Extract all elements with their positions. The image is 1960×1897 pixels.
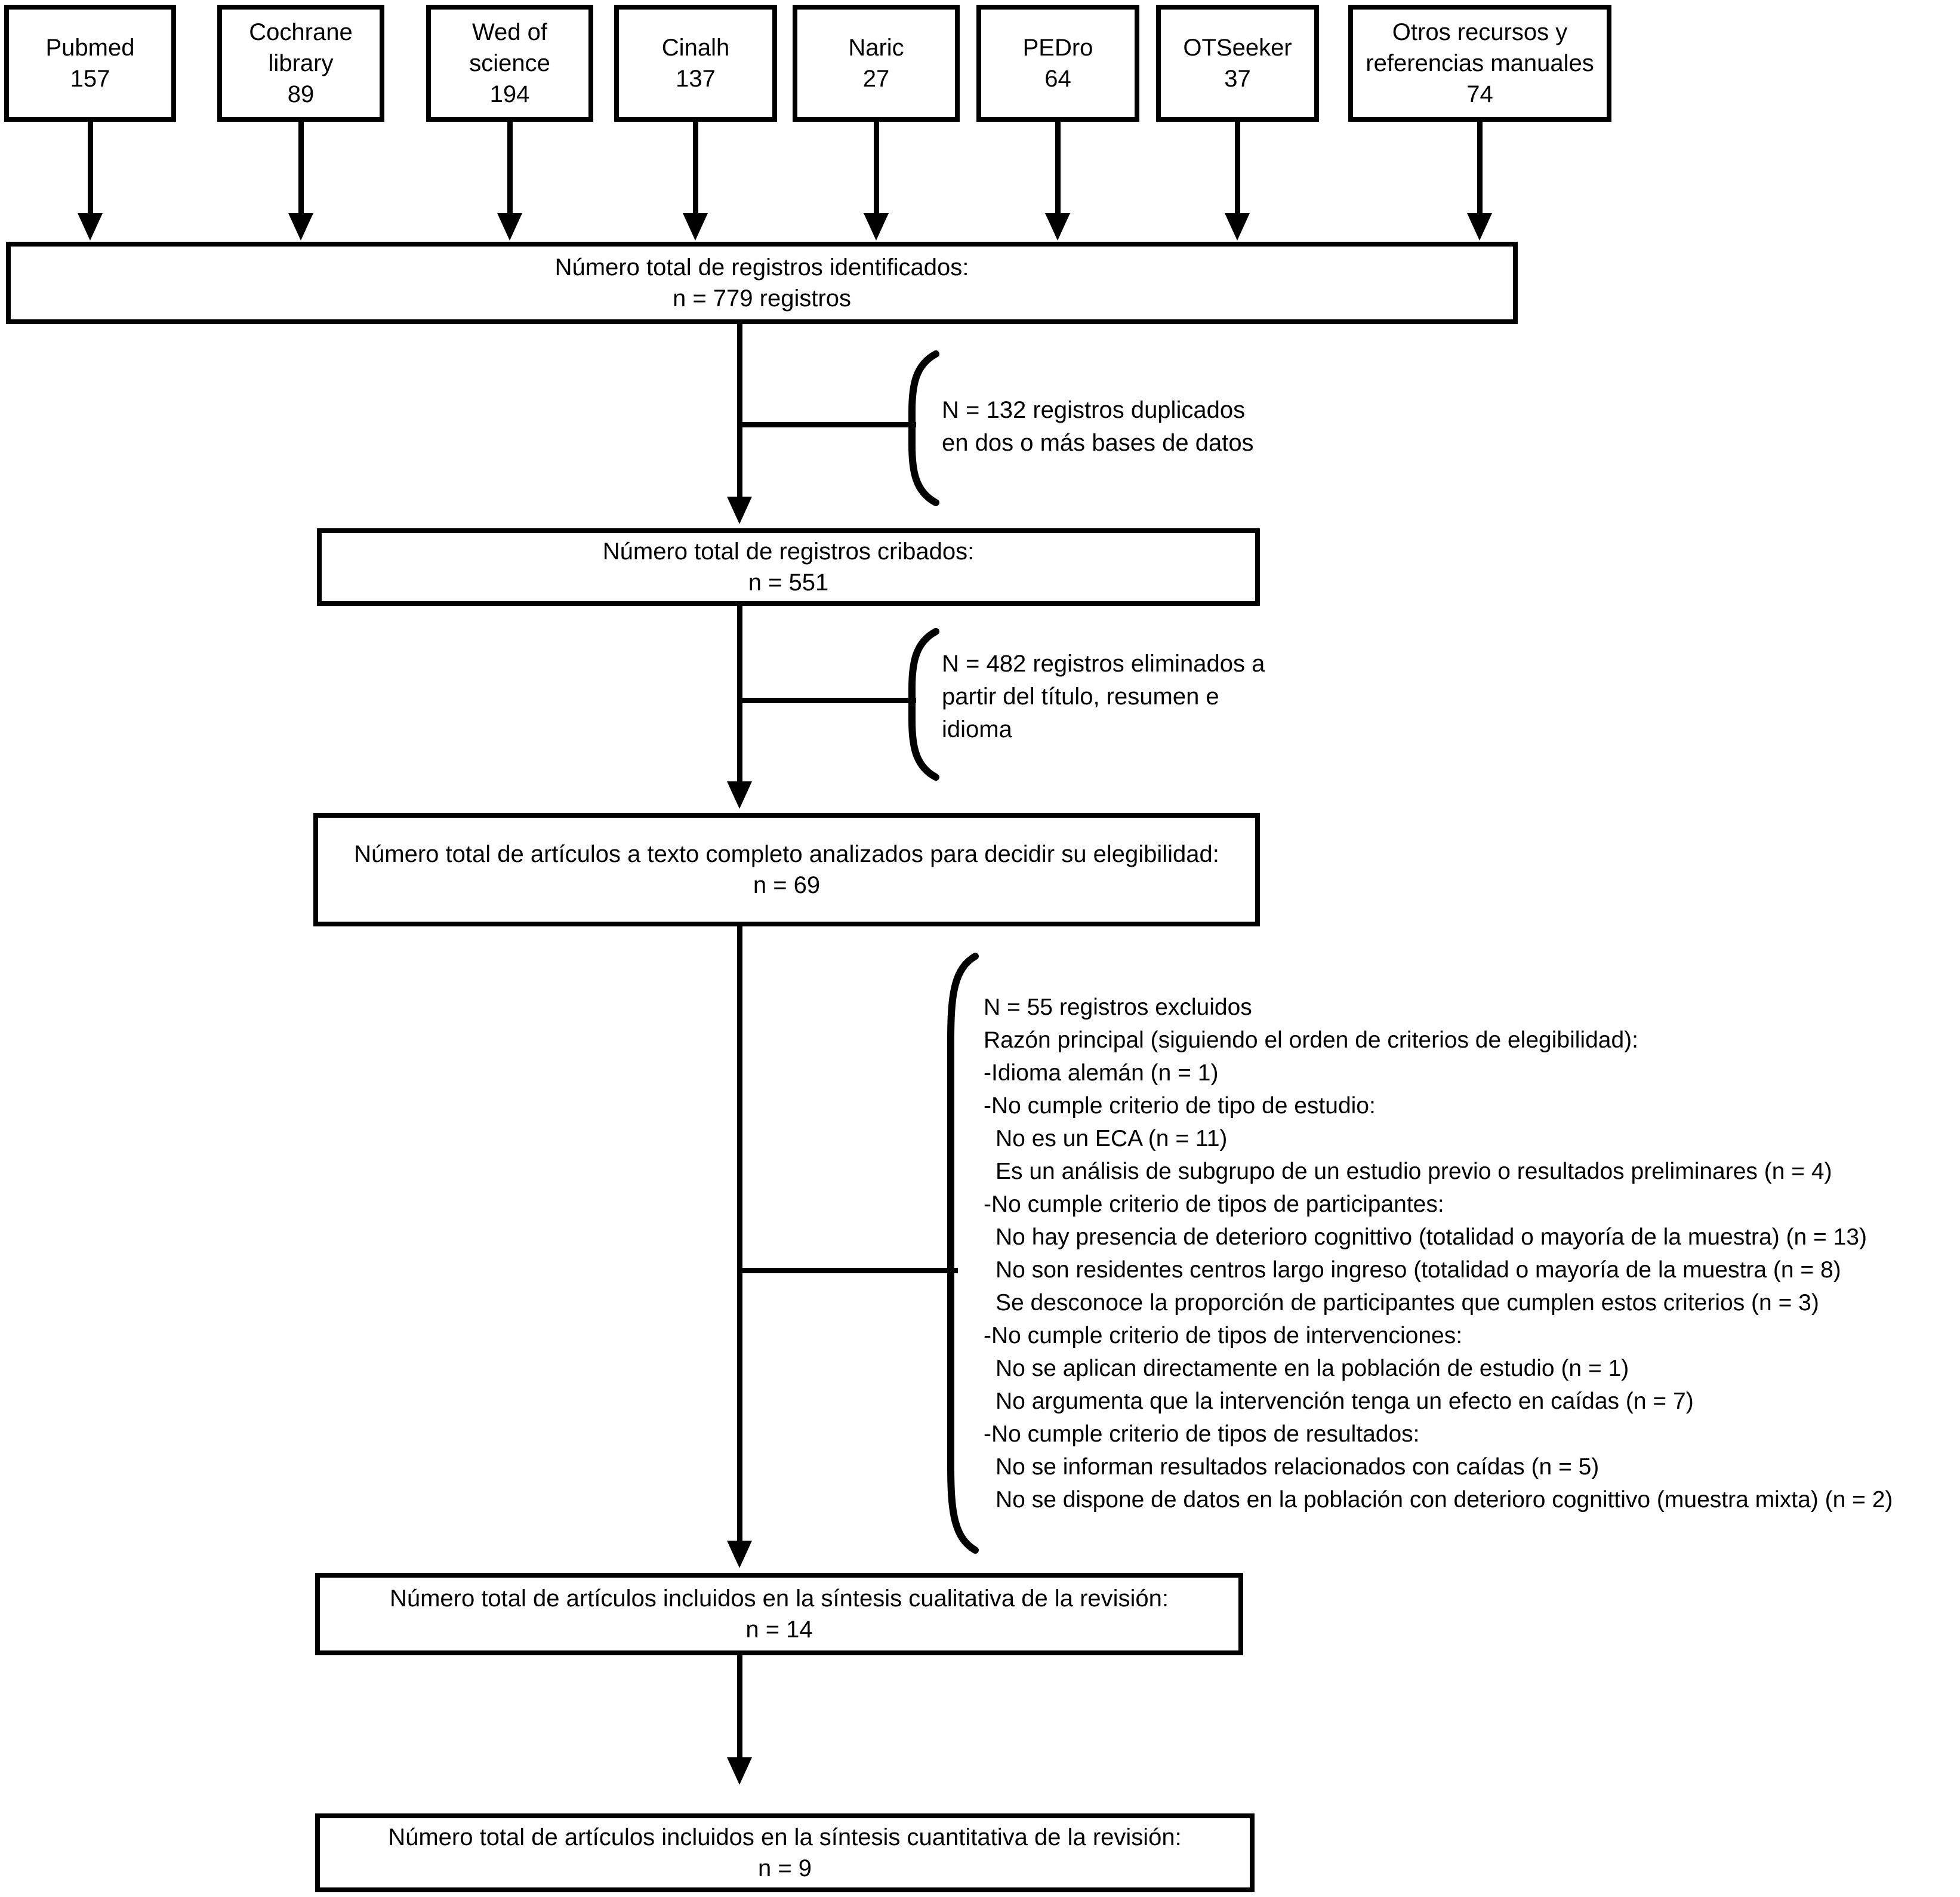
stage-box-quantitative: Número total de artículos incluidos en l… bbox=[315, 1813, 1255, 1892]
note-line: No es un ECA (n = 11) bbox=[996, 1126, 1228, 1151]
source-label: Wed of science bbox=[469, 19, 550, 76]
connector-line bbox=[1055, 122, 1061, 214]
source-box-naric: Naric 27 bbox=[793, 5, 960, 122]
source-box-pubmed: Pubmed 157 bbox=[4, 5, 176, 122]
source-count: 137 bbox=[676, 66, 716, 92]
source-count: 157 bbox=[70, 66, 110, 92]
note-line: idioma bbox=[942, 716, 1012, 743]
source-box-otros-recursos: Otros recursos y referencias manuales 74 bbox=[1348, 5, 1611, 122]
arrow-down-icon bbox=[683, 213, 708, 241]
connector-branch-line bbox=[737, 1268, 958, 1273]
connector-line bbox=[1477, 122, 1483, 214]
note-line: N = 482 registros eliminados a bbox=[942, 651, 1265, 677]
stage-box-qualitative: Número total de artículos incluidos en l… bbox=[315, 1573, 1243, 1655]
note-line: -No cumple criterio de tipos de resultad… bbox=[984, 1421, 1420, 1447]
connector-line bbox=[1235, 122, 1240, 214]
stage-title: Número total de artículos incluidos en l… bbox=[389, 1585, 1169, 1612]
note-line: No se aplican directamente en la poblaci… bbox=[996, 1356, 1629, 1381]
stage-count: n = 551 bbox=[748, 569, 829, 596]
connector-line bbox=[737, 606, 742, 785]
note-line: partir del título, resumen e bbox=[942, 683, 1219, 710]
connector-branch-line bbox=[737, 698, 916, 703]
connector-branch-line bbox=[737, 422, 916, 427]
stage-count: n = 69 bbox=[753, 872, 821, 898]
source-box-cinahl: Cinalh 137 bbox=[614, 5, 777, 122]
arrow-down-icon bbox=[727, 1541, 752, 1568]
brace-icon bbox=[908, 350, 939, 506]
arrow-down-icon bbox=[1045, 213, 1070, 241]
note-line: -Idioma alemán (n = 1) bbox=[984, 1060, 1219, 1086]
source-label: PEDro bbox=[1022, 35, 1093, 61]
note-line: No argumenta que la intervención tenga u… bbox=[996, 1388, 1694, 1414]
source-count: 27 bbox=[862, 66, 890, 92]
connector-line bbox=[88, 122, 93, 214]
note-line: -No cumple criterio de tipo de estudio: bbox=[984, 1093, 1376, 1119]
arrow-down-icon bbox=[288, 213, 313, 241]
arrow-down-icon bbox=[1467, 213, 1492, 241]
source-count: 194 bbox=[489, 81, 530, 107]
arrow-down-icon bbox=[864, 213, 889, 241]
arrow-down-icon bbox=[727, 497, 752, 524]
connector-line bbox=[298, 122, 304, 214]
stage-box-screened: Número total de registros cribados: n = … bbox=[317, 528, 1260, 606]
note-line: N = 55 registros excluidos bbox=[984, 994, 1252, 1020]
note-line: -No cumple criterio de tipos de particip… bbox=[984, 1191, 1444, 1217]
connector-line bbox=[874, 122, 879, 214]
source-box-pedro: PEDro 64 bbox=[976, 5, 1139, 122]
note-line: No hay presencia de deterioro cognittivo… bbox=[996, 1224, 1867, 1250]
connector-line bbox=[737, 926, 742, 1544]
connector-line bbox=[693, 122, 698, 214]
stage-box-fulltext: Número total de artículos a texto comple… bbox=[313, 813, 1260, 926]
source-count: 74 bbox=[1466, 81, 1493, 107]
stage-title: Número total de artículos a texto comple… bbox=[354, 841, 1219, 867]
note-screen-out: N = 482 registros eliminados a partir de… bbox=[942, 648, 1265, 746]
source-box-cochrane: Cochrane library 89 bbox=[217, 5, 384, 122]
arrow-down-icon bbox=[1225, 213, 1250, 241]
note-line: en dos o más bases de datos bbox=[942, 430, 1254, 456]
source-count: 37 bbox=[1224, 66, 1251, 92]
arrow-down-icon bbox=[497, 213, 522, 241]
brace-icon bbox=[908, 628, 939, 781]
note-excluded: N = 55 registros excluidos Razón princip… bbox=[984, 991, 1893, 1516]
stage-count: n = 9 bbox=[757, 1855, 812, 1881]
note-line: No se dispone de datos en la población c… bbox=[996, 1487, 1893, 1513]
stage-count: n = 14 bbox=[745, 1616, 813, 1643]
note-line: N = 132 registros duplicados bbox=[942, 397, 1246, 423]
note-line: -No cumple criterio de tipos de interven… bbox=[984, 1323, 1463, 1348]
stage-title: Número total de artículos incluidos en l… bbox=[388, 1824, 1182, 1850]
connector-line bbox=[737, 1655, 742, 1760]
source-label: Cinalh bbox=[661, 35, 730, 61]
note-line: Razón principal (siguiendo el orden de c… bbox=[984, 1027, 1638, 1053]
stage-box-identified: Número total de registros identificados:… bbox=[6, 242, 1518, 324]
note-line: No se informan resultados relacionados c… bbox=[996, 1454, 1600, 1480]
source-count: 64 bbox=[1044, 66, 1071, 92]
source-label: OTSeeker bbox=[1183, 35, 1292, 61]
stage-title: Número total de registros identificados: bbox=[554, 254, 969, 281]
source-box-web-of-science: Wed of science 194 bbox=[426, 5, 593, 122]
brace-icon bbox=[947, 953, 979, 1554]
connector-line bbox=[737, 324, 742, 500]
note-line: Se desconoce la proporción de participan… bbox=[996, 1290, 1819, 1316]
connector-line bbox=[507, 122, 513, 214]
source-label: Pubmed bbox=[45, 35, 135, 61]
arrow-down-icon bbox=[78, 213, 103, 241]
source-count: 89 bbox=[287, 81, 315, 107]
source-label: Otros recursos y referencias manuales bbox=[1366, 19, 1594, 76]
source-label: Naric bbox=[848, 35, 904, 61]
note-line: No son residentes centros largo ingreso … bbox=[996, 1257, 1841, 1283]
stage-count: n = 779 registros bbox=[672, 285, 852, 312]
note-duplicates: N = 132 registros duplicados en dos o má… bbox=[942, 394, 1254, 460]
source-label: Cochrane library bbox=[249, 19, 353, 76]
source-box-otseeker: OTSeeker 37 bbox=[1156, 5, 1319, 122]
arrow-down-icon bbox=[727, 781, 752, 809]
note-line: Es un análisis de subgrupo de un estudio… bbox=[996, 1159, 1832, 1184]
stage-title: Número total de registros cribados: bbox=[602, 538, 975, 565]
arrow-down-icon bbox=[727, 1757, 752, 1785]
